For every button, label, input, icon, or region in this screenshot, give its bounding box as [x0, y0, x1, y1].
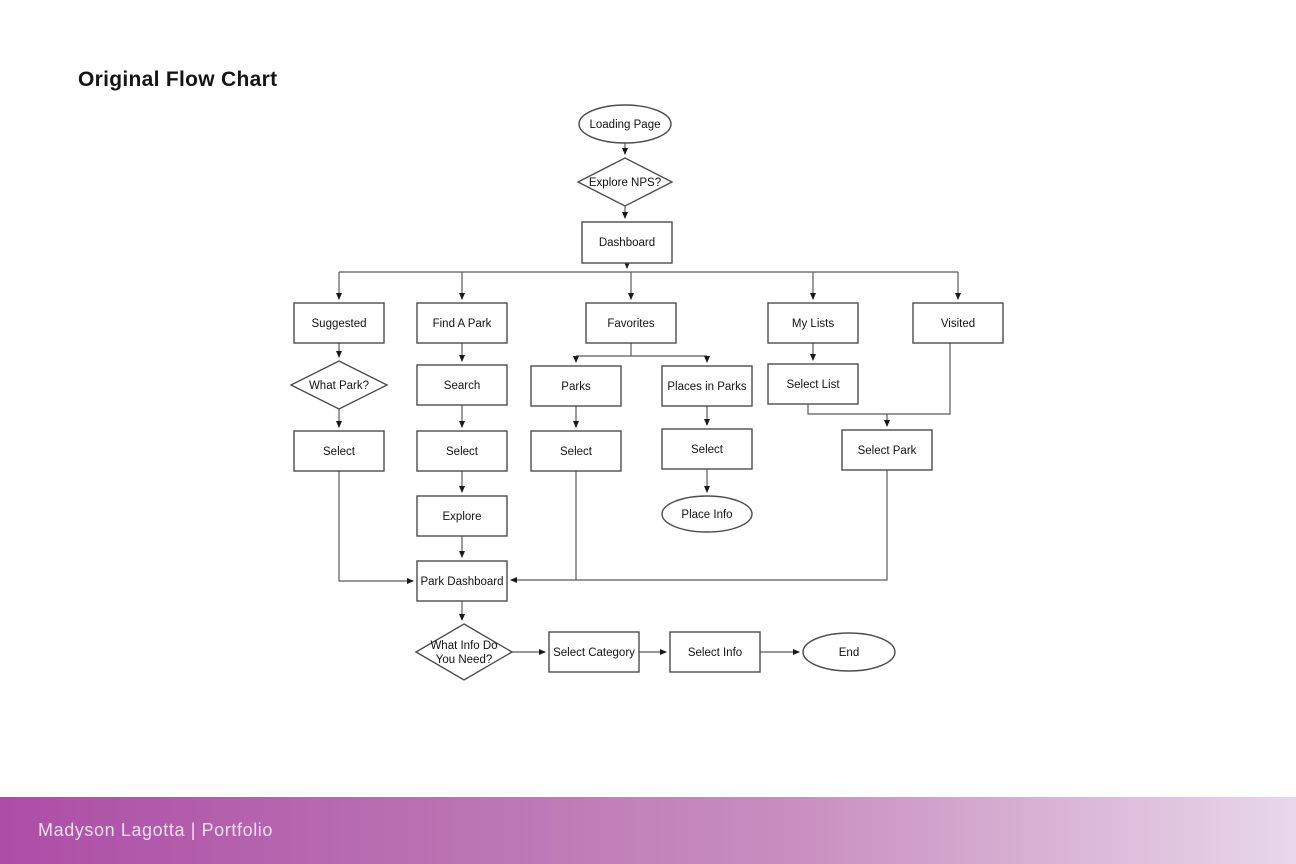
node-what-info: What Info Do You Need? [414, 623, 514, 681]
node-select-parks: Select [530, 430, 622, 472]
node-label: Select [446, 446, 479, 458]
page-title: Original Flow Chart [78, 68, 278, 91]
node-label: Dashboard [599, 237, 655, 249]
node-select-park: Select Park [841, 429, 933, 471]
node-select-places: Select [661, 428, 753, 470]
node-select-category: Select Category [548, 631, 640, 673]
node-select-suggested: Select [293, 430, 385, 472]
footer-credit: Madyson Lagotta | Portfolio [38, 820, 274, 840]
node-label: Explore [443, 511, 482, 523]
footer-banner: Madyson Lagotta | Portfolio [0, 797, 1296, 864]
node-select-search: Select [416, 430, 508, 472]
node-label-line1: What Info Do [430, 640, 497, 652]
node-label: Visited [941, 318, 975, 330]
node-label: Suggested [312, 318, 367, 330]
node-label: End [839, 647, 859, 659]
node-label: Place Info [681, 509, 732, 521]
node-parks: Parks [530, 365, 622, 407]
node-search: Search [416, 364, 508, 406]
node-label: What Park? [309, 380, 369, 392]
node-dashboard: Dashboard [581, 221, 673, 264]
node-visited: Visited [912, 302, 1004, 344]
node-explore: Explore [416, 495, 508, 537]
flow-connectors [336, 143, 961, 655]
node-loading-page: Loading Page [578, 104, 672, 144]
node-label: Select [691, 444, 724, 456]
node-place-info: Place Info [661, 495, 753, 533]
node-end: End [802, 632, 896, 672]
node-label: Select List [786, 379, 840, 391]
node-label: Explore NPS? [589, 177, 661, 189]
node-label: Select [323, 446, 356, 458]
node-label: Select Category [553, 647, 635, 659]
node-label: Select [560, 446, 593, 458]
node-my-lists: My Lists [767, 302, 859, 344]
node-select-info: Select Info [669, 631, 761, 673]
node-park-dashboard: Park Dashboard [416, 560, 508, 602]
node-label: Select Park [858, 445, 917, 457]
node-select-list: Select List [767, 363, 859, 405]
node-label: Park Dashboard [420, 576, 503, 588]
node-label-line2: You Need? [436, 654, 493, 666]
node-what-park: What Park? [289, 360, 389, 410]
node-label: Parks [561, 381, 591, 393]
node-label: Places in Parks [667, 381, 747, 393]
node-find-a-park: Find A Park [416, 302, 508, 344]
node-places-in-parks: Places in Parks [661, 365, 753, 407]
node-favorites: Favorites [585, 302, 677, 344]
node-label: Search [444, 380, 480, 392]
node-suggested: Suggested [293, 302, 385, 344]
node-label: My Lists [792, 318, 834, 330]
node-label: Favorites [607, 318, 655, 330]
node-label: Find A Park [433, 318, 492, 330]
node-label: Loading Page [590, 119, 661, 131]
node-explore-nps: Explore NPS? [576, 157, 674, 207]
node-label: Select Info [688, 647, 742, 659]
